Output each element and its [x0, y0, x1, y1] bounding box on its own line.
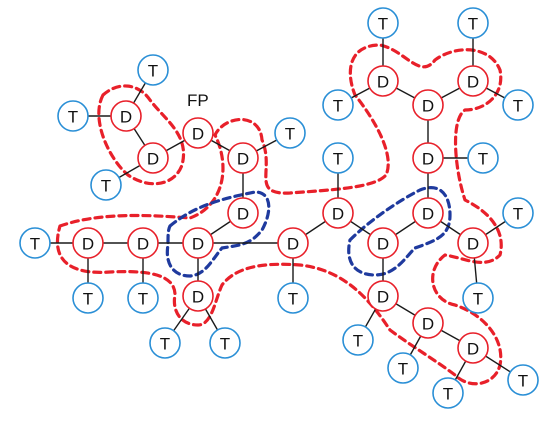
node-label: T: [468, 15, 478, 34]
t-node-t14: T: [322, 89, 354, 121]
node-label: D: [120, 108, 132, 127]
node-label: D: [467, 235, 479, 254]
t-node-t15: T: [502, 89, 534, 121]
d-node-d12: D: [367, 65, 399, 97]
t-node-t16: T: [467, 142, 499, 174]
t-node-t3: T: [90, 169, 122, 201]
node-label: D: [287, 235, 299, 254]
node-label: T: [518, 372, 528, 391]
t-node-t5: T: [19, 227, 51, 259]
t-node-t8: T: [322, 142, 354, 174]
node-label: D: [377, 235, 389, 254]
node-label: T: [513, 205, 523, 224]
node-label: T: [443, 385, 453, 404]
t-node-t2: T: [57, 100, 89, 132]
node-label: T: [333, 97, 343, 116]
node-label: T: [30, 235, 40, 254]
node-label: T: [333, 150, 343, 169]
node-label: T: [220, 335, 230, 354]
t-node-t1: T: [137, 54, 169, 86]
t-node-t7: T: [127, 282, 159, 314]
d-node-d18: D: [457, 227, 489, 259]
node-label: D: [192, 235, 204, 254]
blue-dashed-region-1: [165, 190, 271, 278]
node-label: D: [422, 97, 434, 116]
t-node-t20: T: [387, 352, 419, 384]
node-label: D: [377, 288, 389, 307]
d-node-d17: D: [367, 227, 399, 259]
d-node-d9: D: [277, 227, 309, 259]
t-node-t13: T: [457, 7, 489, 39]
node-label: T: [378, 15, 388, 34]
node-label: T: [148, 62, 158, 81]
node-label: D: [332, 205, 344, 224]
red-dashed-region-2: [55, 43, 503, 386]
node-label: T: [101, 177, 111, 196]
t-node-t21: T: [432, 377, 464, 409]
d-node-d1: D: [110, 100, 142, 132]
d-node-d11: D: [182, 280, 214, 312]
d-node-d8: D: [182, 227, 214, 259]
node-label: D: [467, 340, 479, 359]
node-label: D: [192, 288, 204, 307]
node-label: D: [422, 315, 434, 334]
d-node-d21: D: [457, 332, 489, 364]
d-node-d16: D: [412, 197, 444, 229]
node-label: D: [377, 73, 389, 92]
t-node-t6: T: [72, 282, 104, 314]
d-node-d19: D: [367, 280, 399, 312]
node-label: T: [288, 290, 298, 309]
node-label: T: [478, 150, 488, 169]
t-node-t22: T: [507, 364, 539, 396]
d-node-d2: D: [137, 142, 169, 174]
t-node-t12: T: [367, 7, 399, 39]
d-node-d7: D: [127, 227, 159, 259]
t-node-t19: T: [342, 324, 374, 356]
d-node-d10: D: [322, 197, 354, 229]
node-label: T: [285, 125, 295, 144]
node-label: D: [82, 235, 94, 254]
d-node-d14: D: [412, 89, 444, 121]
red-dashed-region-1: [97, 84, 186, 186]
d-node-d20: D: [412, 307, 444, 339]
t-node-t17: T: [502, 197, 534, 229]
d-node-d13: D: [457, 65, 489, 97]
node-label: D: [467, 73, 479, 92]
dashed-regions: [55, 43, 503, 386]
node-label: T: [138, 290, 148, 309]
t-node-t11: T: [209, 327, 241, 359]
nodes: D D D D D D D D D D D D D D D D D D D D D T T T T T T T T T T T T T T T T T T T…: [19, 7, 539, 409]
d-node-d3: D: [182, 117, 214, 149]
node-label: T: [160, 335, 170, 354]
t-node-t4: T: [274, 117, 306, 149]
fp-label: FP: [187, 91, 209, 110]
d-node-d4: D: [227, 142, 259, 174]
t-node-t10: T: [149, 327, 181, 359]
blue-dashed-region-2: [347, 186, 452, 277]
node-label: T: [83, 290, 93, 309]
d-node-d5: D: [227, 197, 259, 229]
node-label: D: [422, 150, 434, 169]
t-node-t9: T: [277, 282, 309, 314]
node-label: T: [68, 108, 78, 127]
node-label: T: [513, 97, 523, 116]
d-node-d15: D: [412, 142, 444, 174]
node-label: D: [147, 150, 159, 169]
node-label: D: [422, 205, 434, 224]
node-label: T: [398, 360, 408, 379]
node-label: D: [192, 125, 204, 144]
node-label: T: [473, 290, 483, 309]
d-node-d6: D: [72, 227, 104, 259]
node-label: D: [237, 150, 249, 169]
node-label: D: [137, 235, 149, 254]
node-label: D: [237, 205, 249, 224]
t-node-t18: T: [462, 282, 494, 314]
node-label: T: [353, 332, 363, 351]
